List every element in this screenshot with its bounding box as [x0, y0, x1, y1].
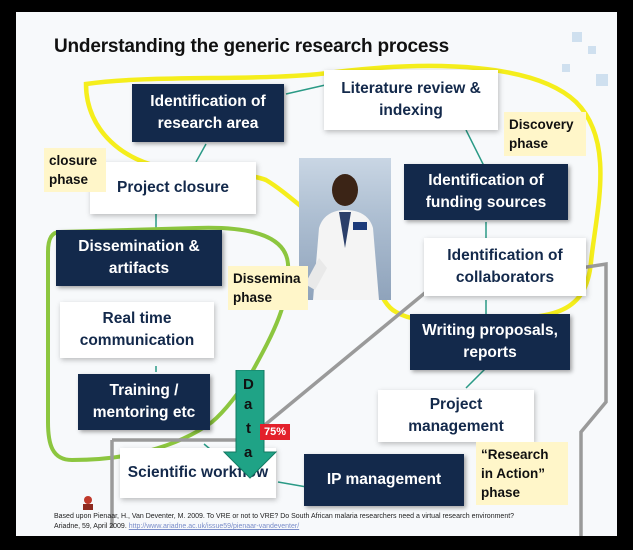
slide: Understanding the generic research proce… [16, 12, 617, 536]
decorative-square [562, 64, 570, 72]
decorative-square [596, 74, 608, 86]
citation-source: Ariadne, 59, April 2009. [54, 523, 127, 530]
project-management-box: Project management [378, 390, 534, 442]
real-time-communication-box: Real time communication [60, 302, 214, 358]
identification-research-area-box: Identification of research area [132, 84, 284, 142]
dissemination-artifacts-box: Dissemination & artifacts [56, 230, 222, 286]
decorative-square [572, 32, 582, 42]
data-arrow-letter: t [246, 420, 251, 437]
citation-footer: Based upon Pienaar, H., Van Deventer, M.… [54, 512, 514, 532]
closure-phase-note: closure phase [44, 148, 106, 192]
logo-icon [83, 496, 93, 510]
data-arrow [222, 370, 278, 479]
scientist-photo [299, 158, 391, 300]
data-arrow-letter: D [243, 376, 254, 393]
dissemination-phase-note: Dissemina phase [228, 266, 308, 310]
citation-link[interactable]: http://www.ariadne.ac.uk/issue59/pienaar… [128, 523, 300, 530]
connector-line [465, 367, 487, 389]
project-closure-box: Project closure [90, 162, 256, 214]
percentage-badge: 75% [260, 424, 291, 440]
writing-proposals-box: Writing proposals, reports [410, 314, 570, 370]
literature-review-box: Literature review & indexing [324, 70, 498, 130]
citation-line: Based upon Pienaar, H., Van Deventer, M.… [54, 513, 515, 520]
connector-line [195, 143, 207, 163]
funding-sources-box: Identification of funding sources [404, 164, 568, 220]
connector-line [465, 129, 487, 171]
action-phase-outline [110, 261, 608, 536]
scientist-illustration [305, 174, 379, 300]
collaborators-box: Identification of collaborators [424, 238, 586, 296]
training-mentoring-box: Training / mentoring etc [78, 374, 210, 430]
citation-line-2: Ariadne, 59, April 2009. http://www.aria… [54, 522, 514, 532]
decorative-square [588, 46, 596, 54]
dissemination-phase-outline [46, 225, 291, 463]
ip-management-box: IP management [304, 454, 464, 506]
data-arrow-letter: a [244, 396, 253, 413]
page-title: Understanding the generic research proce… [54, 36, 449, 57]
discovery-phase-note: Discovery phase [504, 112, 586, 156]
research-in-action-phase-note: “Research in Action” phase [476, 442, 568, 505]
data-arrow-letter: a [244, 444, 253, 461]
